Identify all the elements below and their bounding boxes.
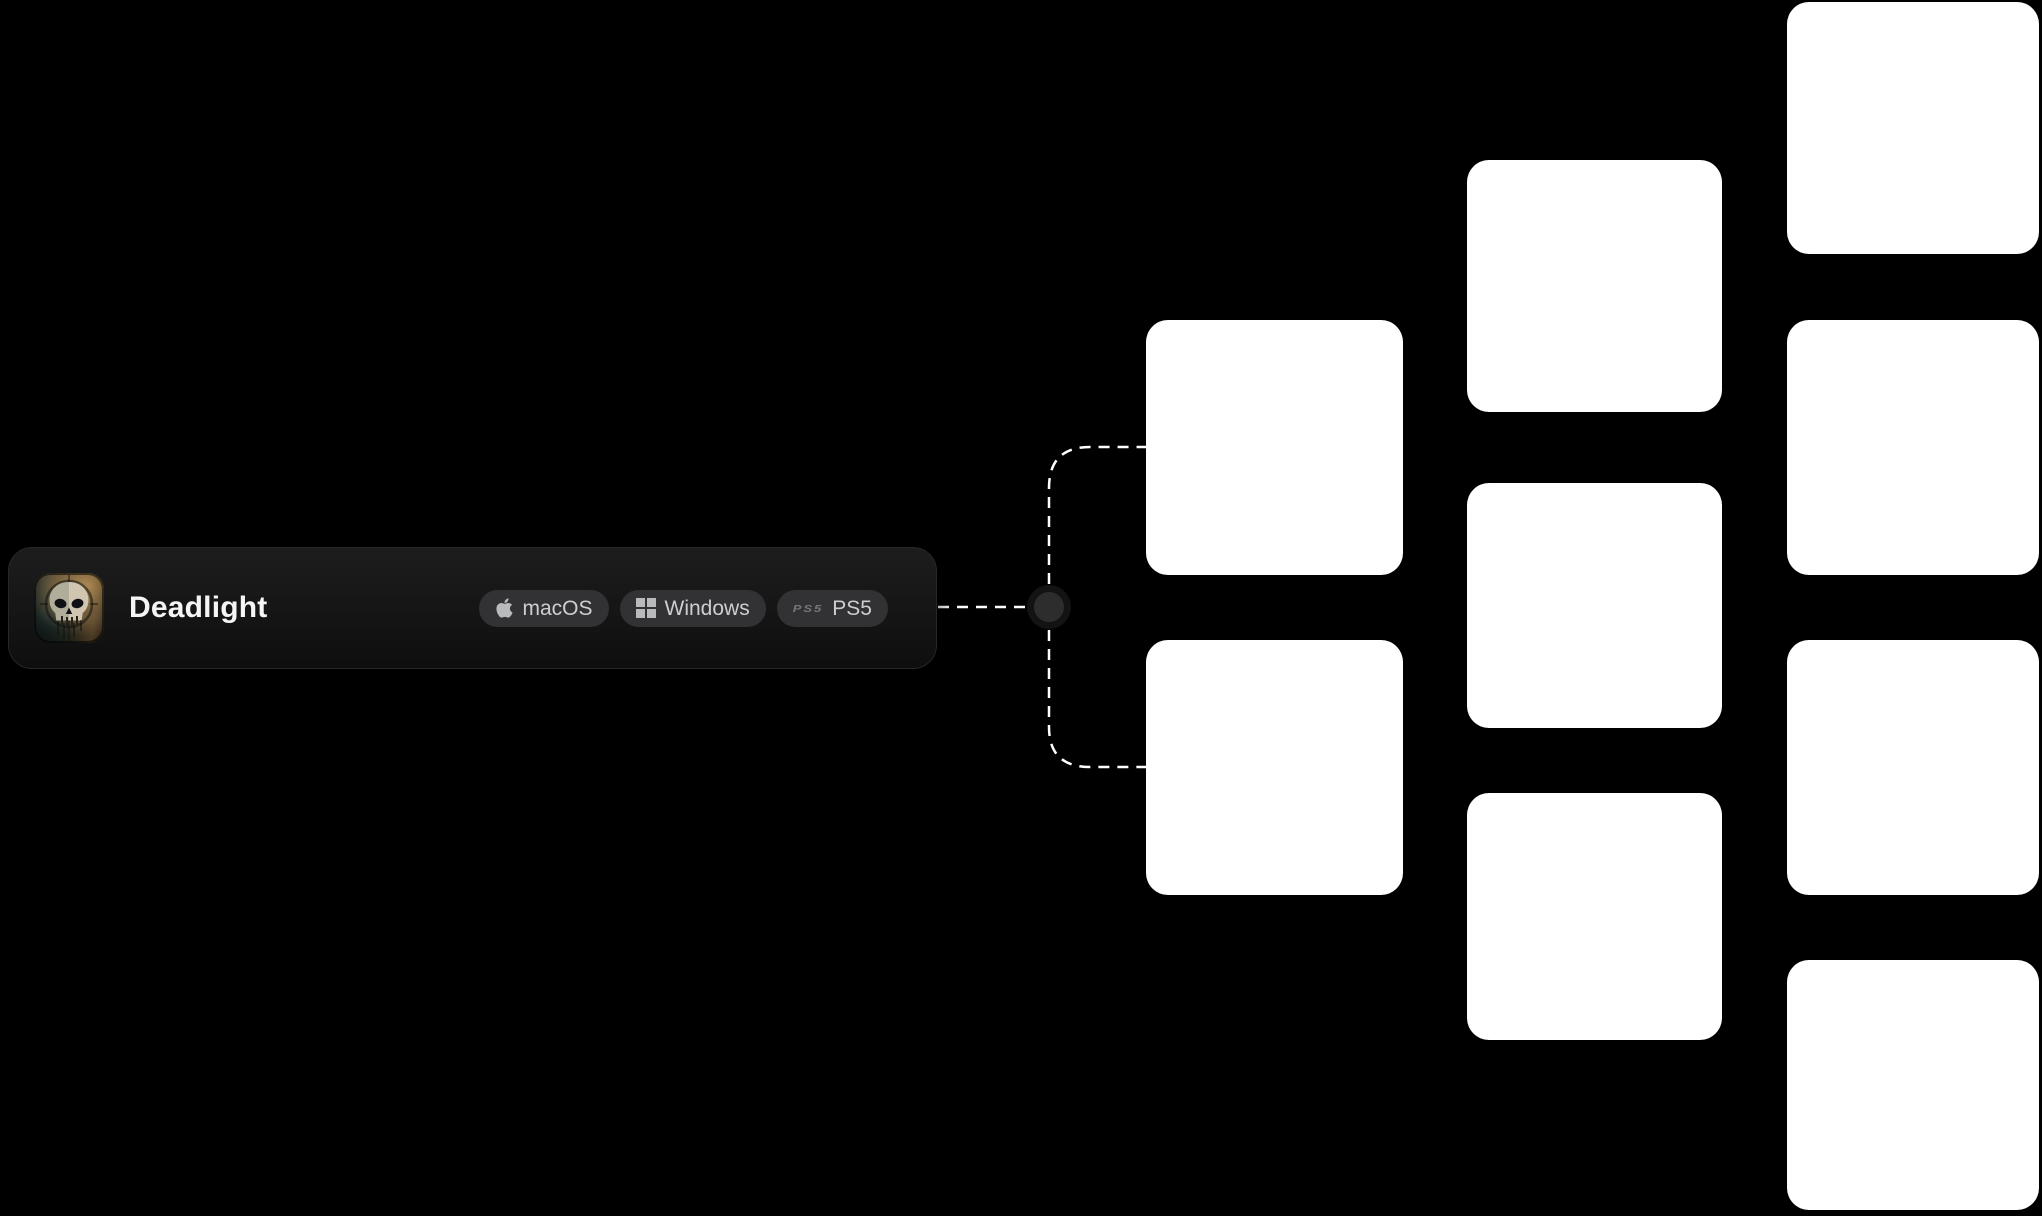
- badge-windows-label: Windows: [664, 596, 750, 620]
- windows-icon: [635, 598, 656, 618]
- placeholder-tile-1[interactable]: [1146, 320, 1403, 575]
- game-title: Deadlight: [129, 591, 268, 624]
- badge-macos: macOS: [478, 589, 609, 627]
- badge-ps5-label: PS5: [832, 596, 872, 620]
- apple-icon: [495, 597, 514, 619]
- platform-badges: macOS Windows PS5 PS5: [478, 589, 888, 627]
- connector-junction-to-tile-top: [1047, 445, 1146, 584]
- badge-macos-label: macOS: [522, 596, 593, 620]
- placeholder-tile-6[interactable]: [1787, 2, 2039, 254]
- placeholder-tile-9[interactable]: [1787, 960, 2039, 1210]
- ps5-logo-icon: PS5: [792, 602, 824, 614]
- skull-game-icon: [34, 573, 104, 643]
- skull-icon: [40, 575, 98, 641]
- placeholder-tile-8[interactable]: [1787, 640, 2039, 895]
- placeholder-tile-3[interactable]: [1467, 160, 1722, 412]
- placeholder-tile-2[interactable]: [1146, 640, 1403, 895]
- placeholder-tile-5[interactable]: [1467, 793, 1722, 1040]
- placeholder-tile-4[interactable]: [1467, 483, 1722, 728]
- placeholder-tile-7[interactable]: [1787, 320, 2039, 575]
- connector-junction-to-tile-bottom: [1047, 630, 1146, 769]
- badge-windows: Windows: [619, 589, 766, 627]
- game-card[interactable]: Deadlight macOS: [8, 547, 937, 669]
- badge-ps5: PS5 PS5: [776, 589, 888, 627]
- junction-node-dot: [1034, 592, 1064, 622]
